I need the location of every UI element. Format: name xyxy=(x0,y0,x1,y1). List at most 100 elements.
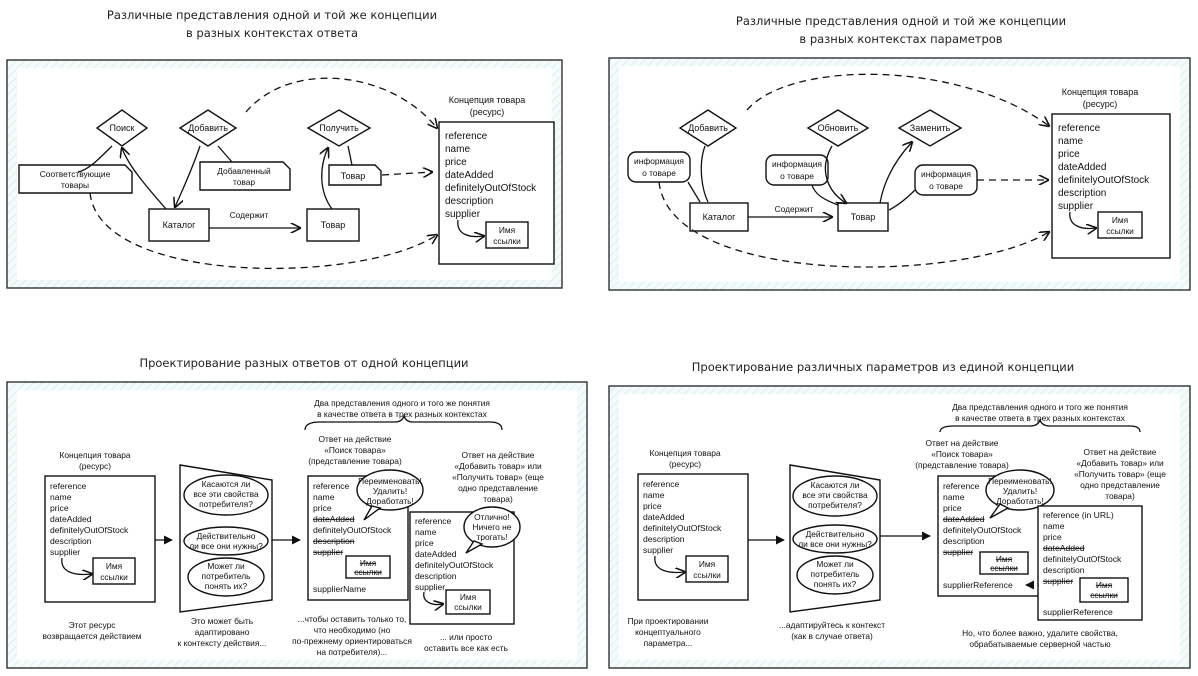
svg-text:Удалить!: Удалить! xyxy=(373,486,407,496)
svg-text:price: price xyxy=(445,157,467,168)
svg-text:dateAdded: dateAdded xyxy=(415,549,457,559)
svg-text:description: description xyxy=(1058,188,1106,199)
p4-caption3-line2: обрабатываемые серверной частью xyxy=(969,639,1110,649)
svg-text:Может ли: Может ли xyxy=(207,561,245,571)
title-p1-line2: в разных контекстах ответа xyxy=(186,26,358,40)
svg-text:dateAdded: dateAdded xyxy=(1058,162,1106,173)
p4-add-response-label-1: Ответ на действие xyxy=(1084,447,1157,457)
svg-text:dateAdded: dateAdded xyxy=(445,170,493,181)
p3-caption4-line1: ... или просто xyxy=(440,632,493,642)
svg-text:о товаре: о товаре xyxy=(780,171,814,181)
svg-text:информация: информация xyxy=(921,169,971,179)
svg-text:потребитель: потребитель xyxy=(202,571,252,581)
add-response-label-2: «Добавить товар» или xyxy=(454,461,542,471)
svg-text:Ничего не: Ничего не xyxy=(473,522,512,532)
svg-text:Действительно: Действительно xyxy=(806,529,865,539)
svg-text:Имя: Имя xyxy=(1096,580,1112,590)
svg-text:все эти свойства: все эти свойства xyxy=(193,489,259,499)
svg-text:товар: товар xyxy=(233,177,255,187)
add-action: Добавить xyxy=(178,109,238,147)
svg-text:Товар: Товар xyxy=(321,220,346,230)
svg-text:dateAdded: dateAdded xyxy=(943,514,985,524)
svg-text:трогать!: трогать! xyxy=(476,532,507,542)
svg-text:name: name xyxy=(445,144,470,155)
add-response-label-1: Ответ на действие xyxy=(462,450,535,460)
svg-text:supplierReference: supplierReference xyxy=(943,580,1013,590)
title-p2-line2: в разных контекстах параметров xyxy=(799,32,1002,46)
p3-caption4-line2: оставить все как есть xyxy=(424,643,509,653)
svg-text:(ресурс): (ресурс) xyxy=(669,459,701,469)
svg-text:ли все они нужны?: ли все они нужны? xyxy=(798,539,872,549)
svg-text:definitelyOutOfStock: definitelyOutOfStock xyxy=(943,525,1022,535)
p4-search-response-label-3: (представление товара) xyxy=(915,460,1009,470)
svg-text:reference: reference xyxy=(313,481,350,491)
svg-text:supplier: supplier xyxy=(445,209,481,220)
svg-text:Переименовать!: Переименовать! xyxy=(988,476,1052,486)
svg-text:(ресурс): (ресурс) xyxy=(79,461,111,471)
p3-caption3-line4: на потребителя)... xyxy=(317,647,387,657)
title-p3: Проектирование разных ответов от одной к… xyxy=(139,356,468,370)
svg-text:Соответствующие: Соответствующие xyxy=(40,169,111,179)
svg-text:Переименовать!: Переименовать! xyxy=(358,476,422,486)
svg-text:supplier: supplier xyxy=(1043,576,1073,586)
svg-text:supplier: supplier xyxy=(1058,201,1094,212)
product-box-p2: Товар xyxy=(837,202,889,232)
panel-parameter-contexts: Добавить Обновить Заменить информация о … xyxy=(608,57,1191,291)
svg-text:информация: информация xyxy=(634,156,684,166)
add-action-p2: Добавить xyxy=(678,109,738,147)
svg-text:definitelyOutOfStock: definitelyOutOfStock xyxy=(1058,175,1150,186)
svg-text:Товар: Товар xyxy=(851,212,876,222)
svg-text:Имя: Имя xyxy=(699,559,715,569)
product-info-3: информация о товаре xyxy=(914,164,978,196)
svg-text:ссылки: ссылки xyxy=(1090,590,1118,600)
svg-text:price: price xyxy=(1043,532,1062,542)
svg-text:Каталог: Каталог xyxy=(163,220,196,230)
concept-resource-p3: Концепция товара (ресурс) reference name… xyxy=(44,450,156,603)
svg-text:definitelyOutOfStock: definitelyOutOfStock xyxy=(50,525,129,535)
product-doc: Товар xyxy=(328,164,382,186)
p3-caption1-line1: Этот ресурс xyxy=(69,620,116,630)
panel-response-contexts: Поиск Добавить Получить Соответствующие … xyxy=(6,59,563,289)
search-response-label-2: «Поиск товара» xyxy=(324,445,386,455)
add-response-label-3: «Получить товар» (еще xyxy=(452,472,544,482)
svg-text:price: price xyxy=(50,503,69,513)
svg-text:все эти свойства: все эти свойства xyxy=(802,490,868,500)
svg-text:информация: информация xyxy=(772,159,822,169)
product-box: Товар xyxy=(306,208,360,242)
contains-label-p2: Содержит xyxy=(775,204,814,214)
svg-text:description: description xyxy=(313,536,355,546)
svg-text:price: price xyxy=(943,503,962,513)
svg-text:Концепция товара: Концепция товара xyxy=(1062,87,1138,97)
p4-caption1-line3: параметра... xyxy=(644,638,693,648)
svg-text:dateAdded: dateAdded xyxy=(1043,543,1085,553)
p3-caption3-line2: что необходимо (но xyxy=(314,625,391,635)
adaptation-lens-p4: Касаются ли все эти свойства потребителя… xyxy=(789,464,881,613)
added-product-doc: Добавленный товар xyxy=(199,161,291,191)
svg-text:reference: reference xyxy=(1058,123,1101,134)
svg-text:Добавленный: Добавленный xyxy=(217,166,271,176)
svg-text:supplierName: supplierName xyxy=(313,584,366,594)
rename-bubble-p4: Переименовать! Удалить! Доработать! xyxy=(985,469,1055,519)
svg-text:понять их?: понять их? xyxy=(814,579,857,589)
panel-parameter-design: Два представления одного и того же понят… xyxy=(608,385,1191,669)
svg-text:price: price xyxy=(313,503,332,513)
matching-products-doc: Соответствующие товары xyxy=(18,164,133,194)
product-info-2: информация о товаре xyxy=(765,154,829,186)
svg-text:потребителя?: потребителя? xyxy=(808,500,862,510)
svg-text:definitelyOutOfStock: definitelyOutOfStock xyxy=(643,523,722,533)
svg-text:name: name xyxy=(943,492,965,502)
svg-text:ссылки: ссылки xyxy=(693,570,721,580)
svg-text:name: name xyxy=(313,492,335,502)
svg-text:reference (in URL): reference (in URL) xyxy=(1043,510,1114,520)
svg-text:description: description xyxy=(445,196,493,207)
product-info-1: информация о товаре xyxy=(627,151,691,183)
svg-text:Получить: Получить xyxy=(319,123,359,133)
svg-text:Касаются ли: Касаются ли xyxy=(202,479,251,489)
catalog-box: Каталог xyxy=(148,208,210,242)
catalog-box-p2: Каталог xyxy=(689,202,749,232)
svg-text:reference: reference xyxy=(415,516,452,526)
svg-text:Концепция товара: Концепция товара xyxy=(59,450,130,460)
svg-text:ссылки: ссылки xyxy=(354,567,382,577)
p3-caption2-line2: адаптировано xyxy=(195,627,250,637)
